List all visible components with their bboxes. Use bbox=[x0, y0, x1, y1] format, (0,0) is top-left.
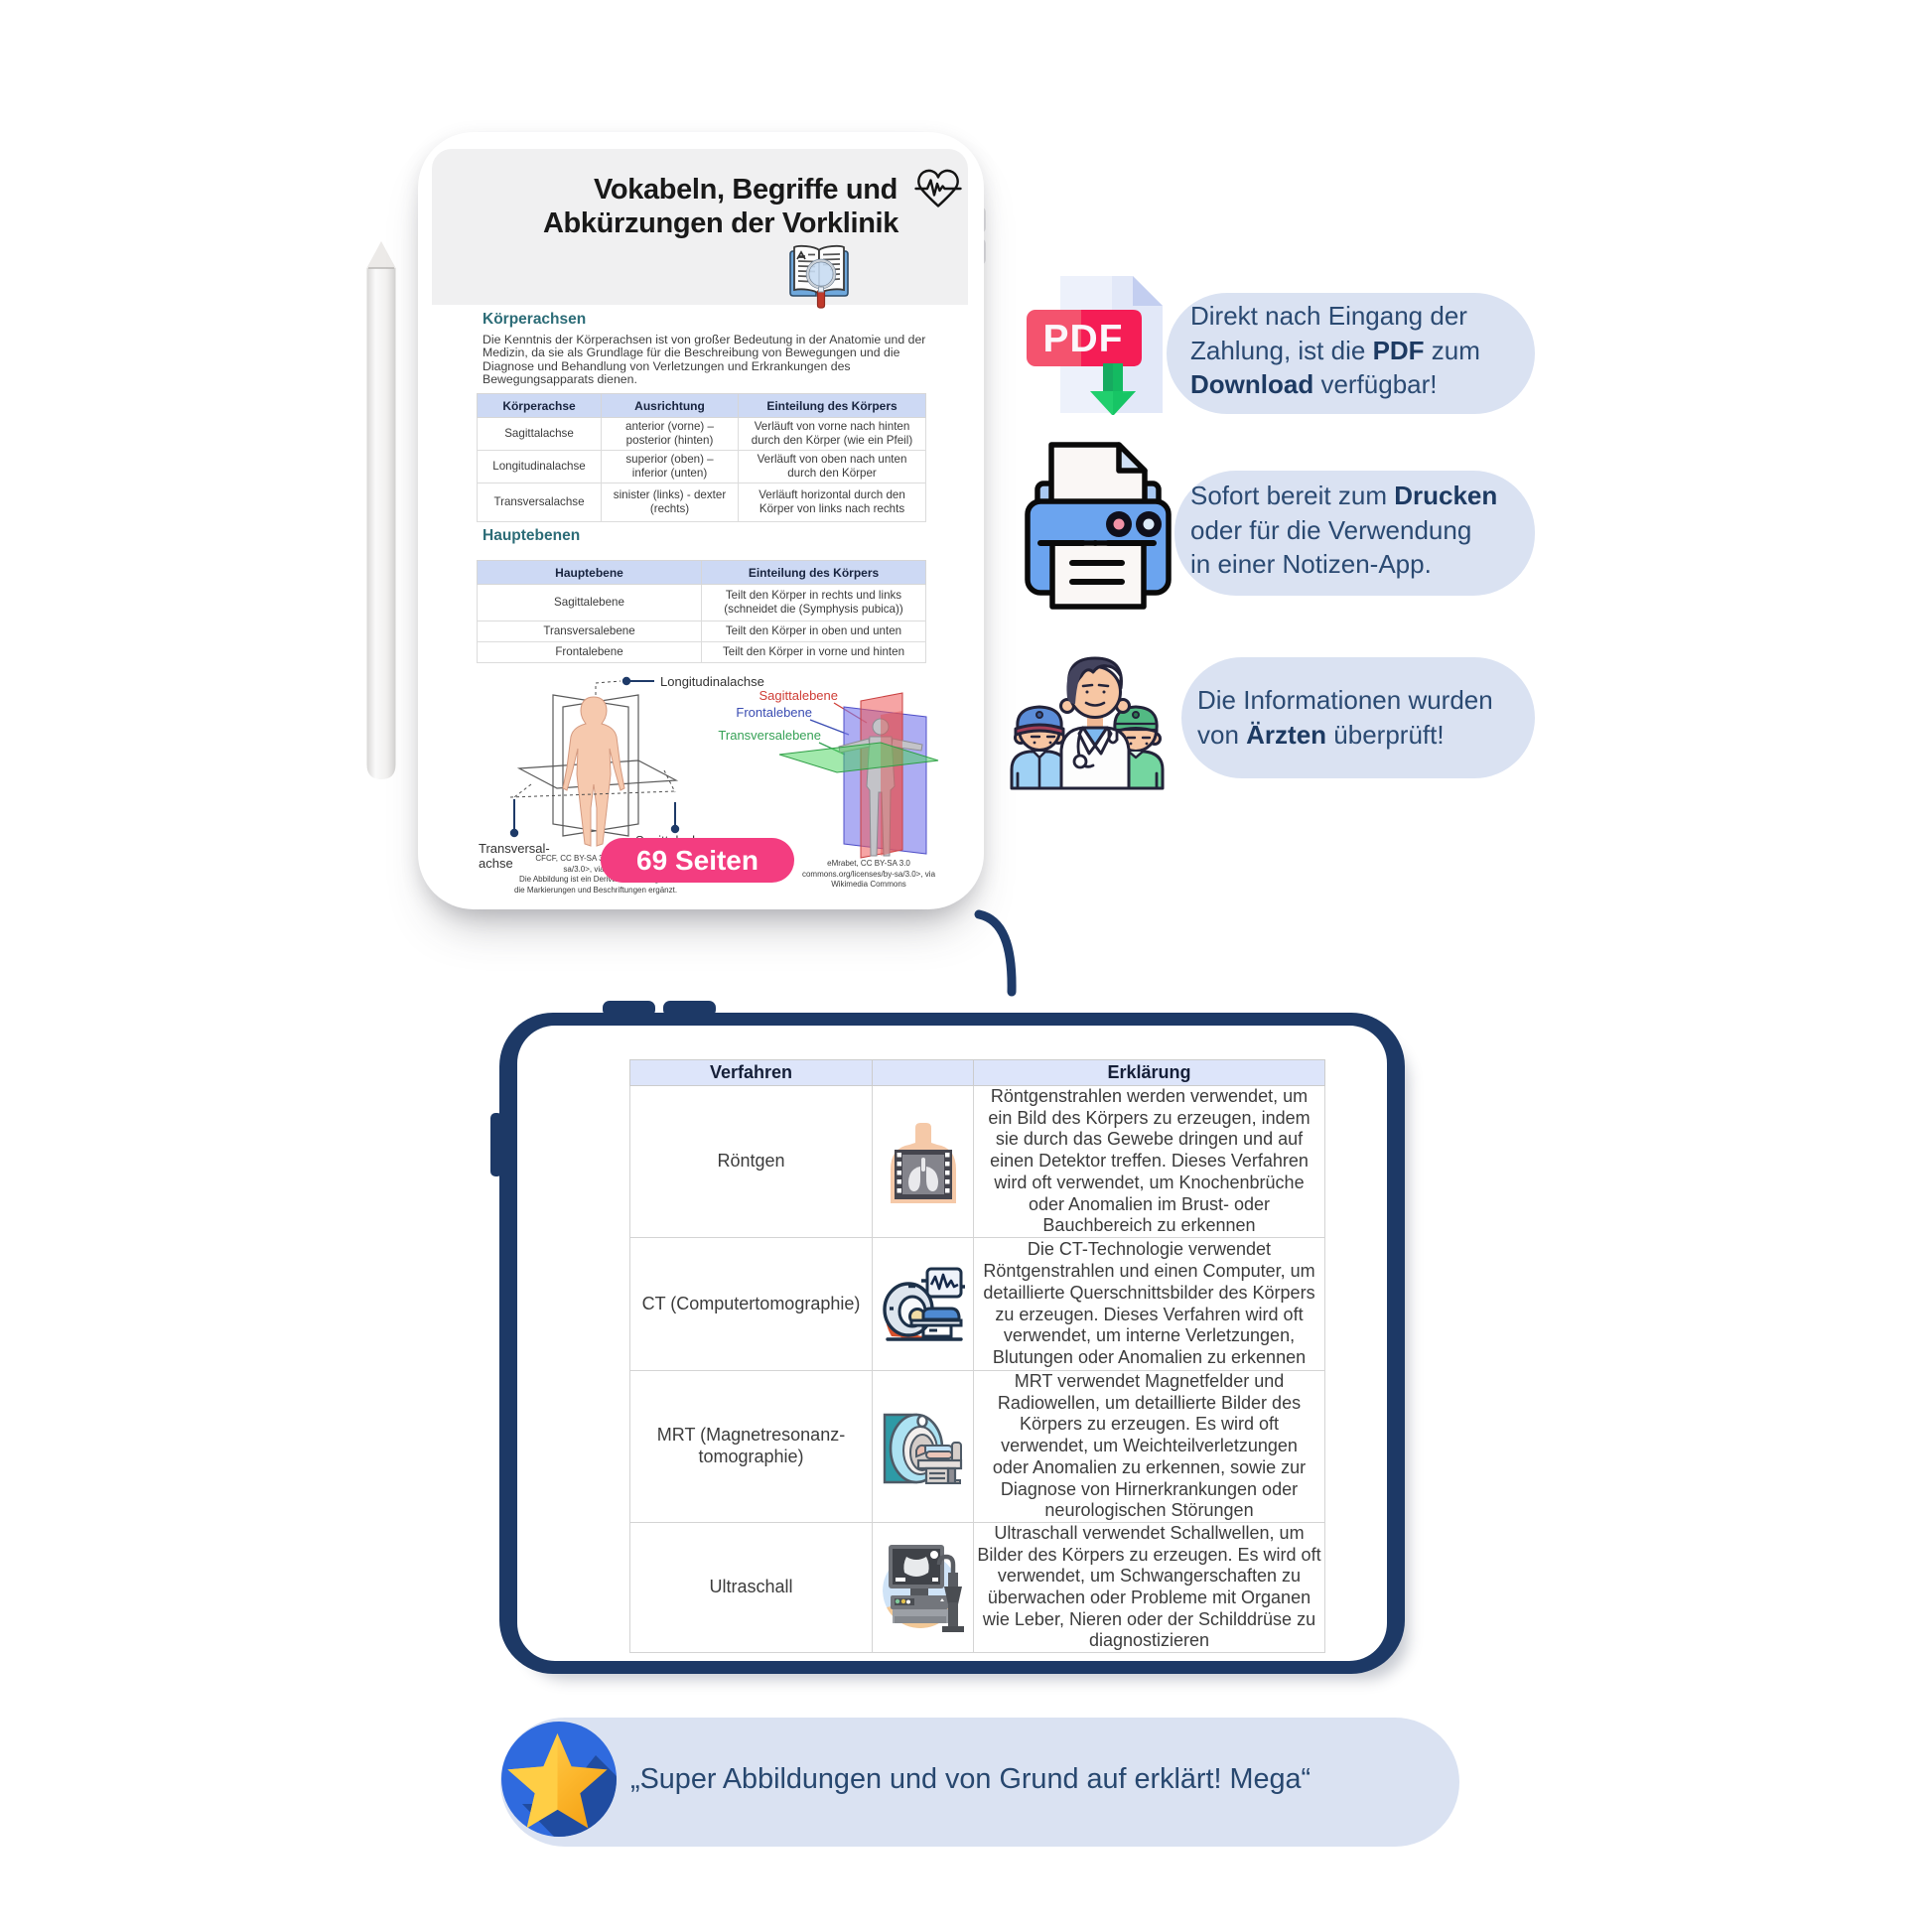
svg-text:Transversal-: Transversal- bbox=[479, 841, 550, 856]
svg-text:Frontalebene: Frontalebene bbox=[736, 705, 812, 720]
svg-text:Sagittalebene: Sagittalebene bbox=[759, 688, 838, 703]
svg-text:Transversalebene: Transversalebene bbox=[718, 728, 821, 743]
svg-text:Longitudinalachse: Longitudinalachse bbox=[660, 674, 764, 689]
svg-text:achse: achse bbox=[479, 856, 513, 871]
svg-text:PDF: PDF bbox=[1043, 318, 1124, 360]
